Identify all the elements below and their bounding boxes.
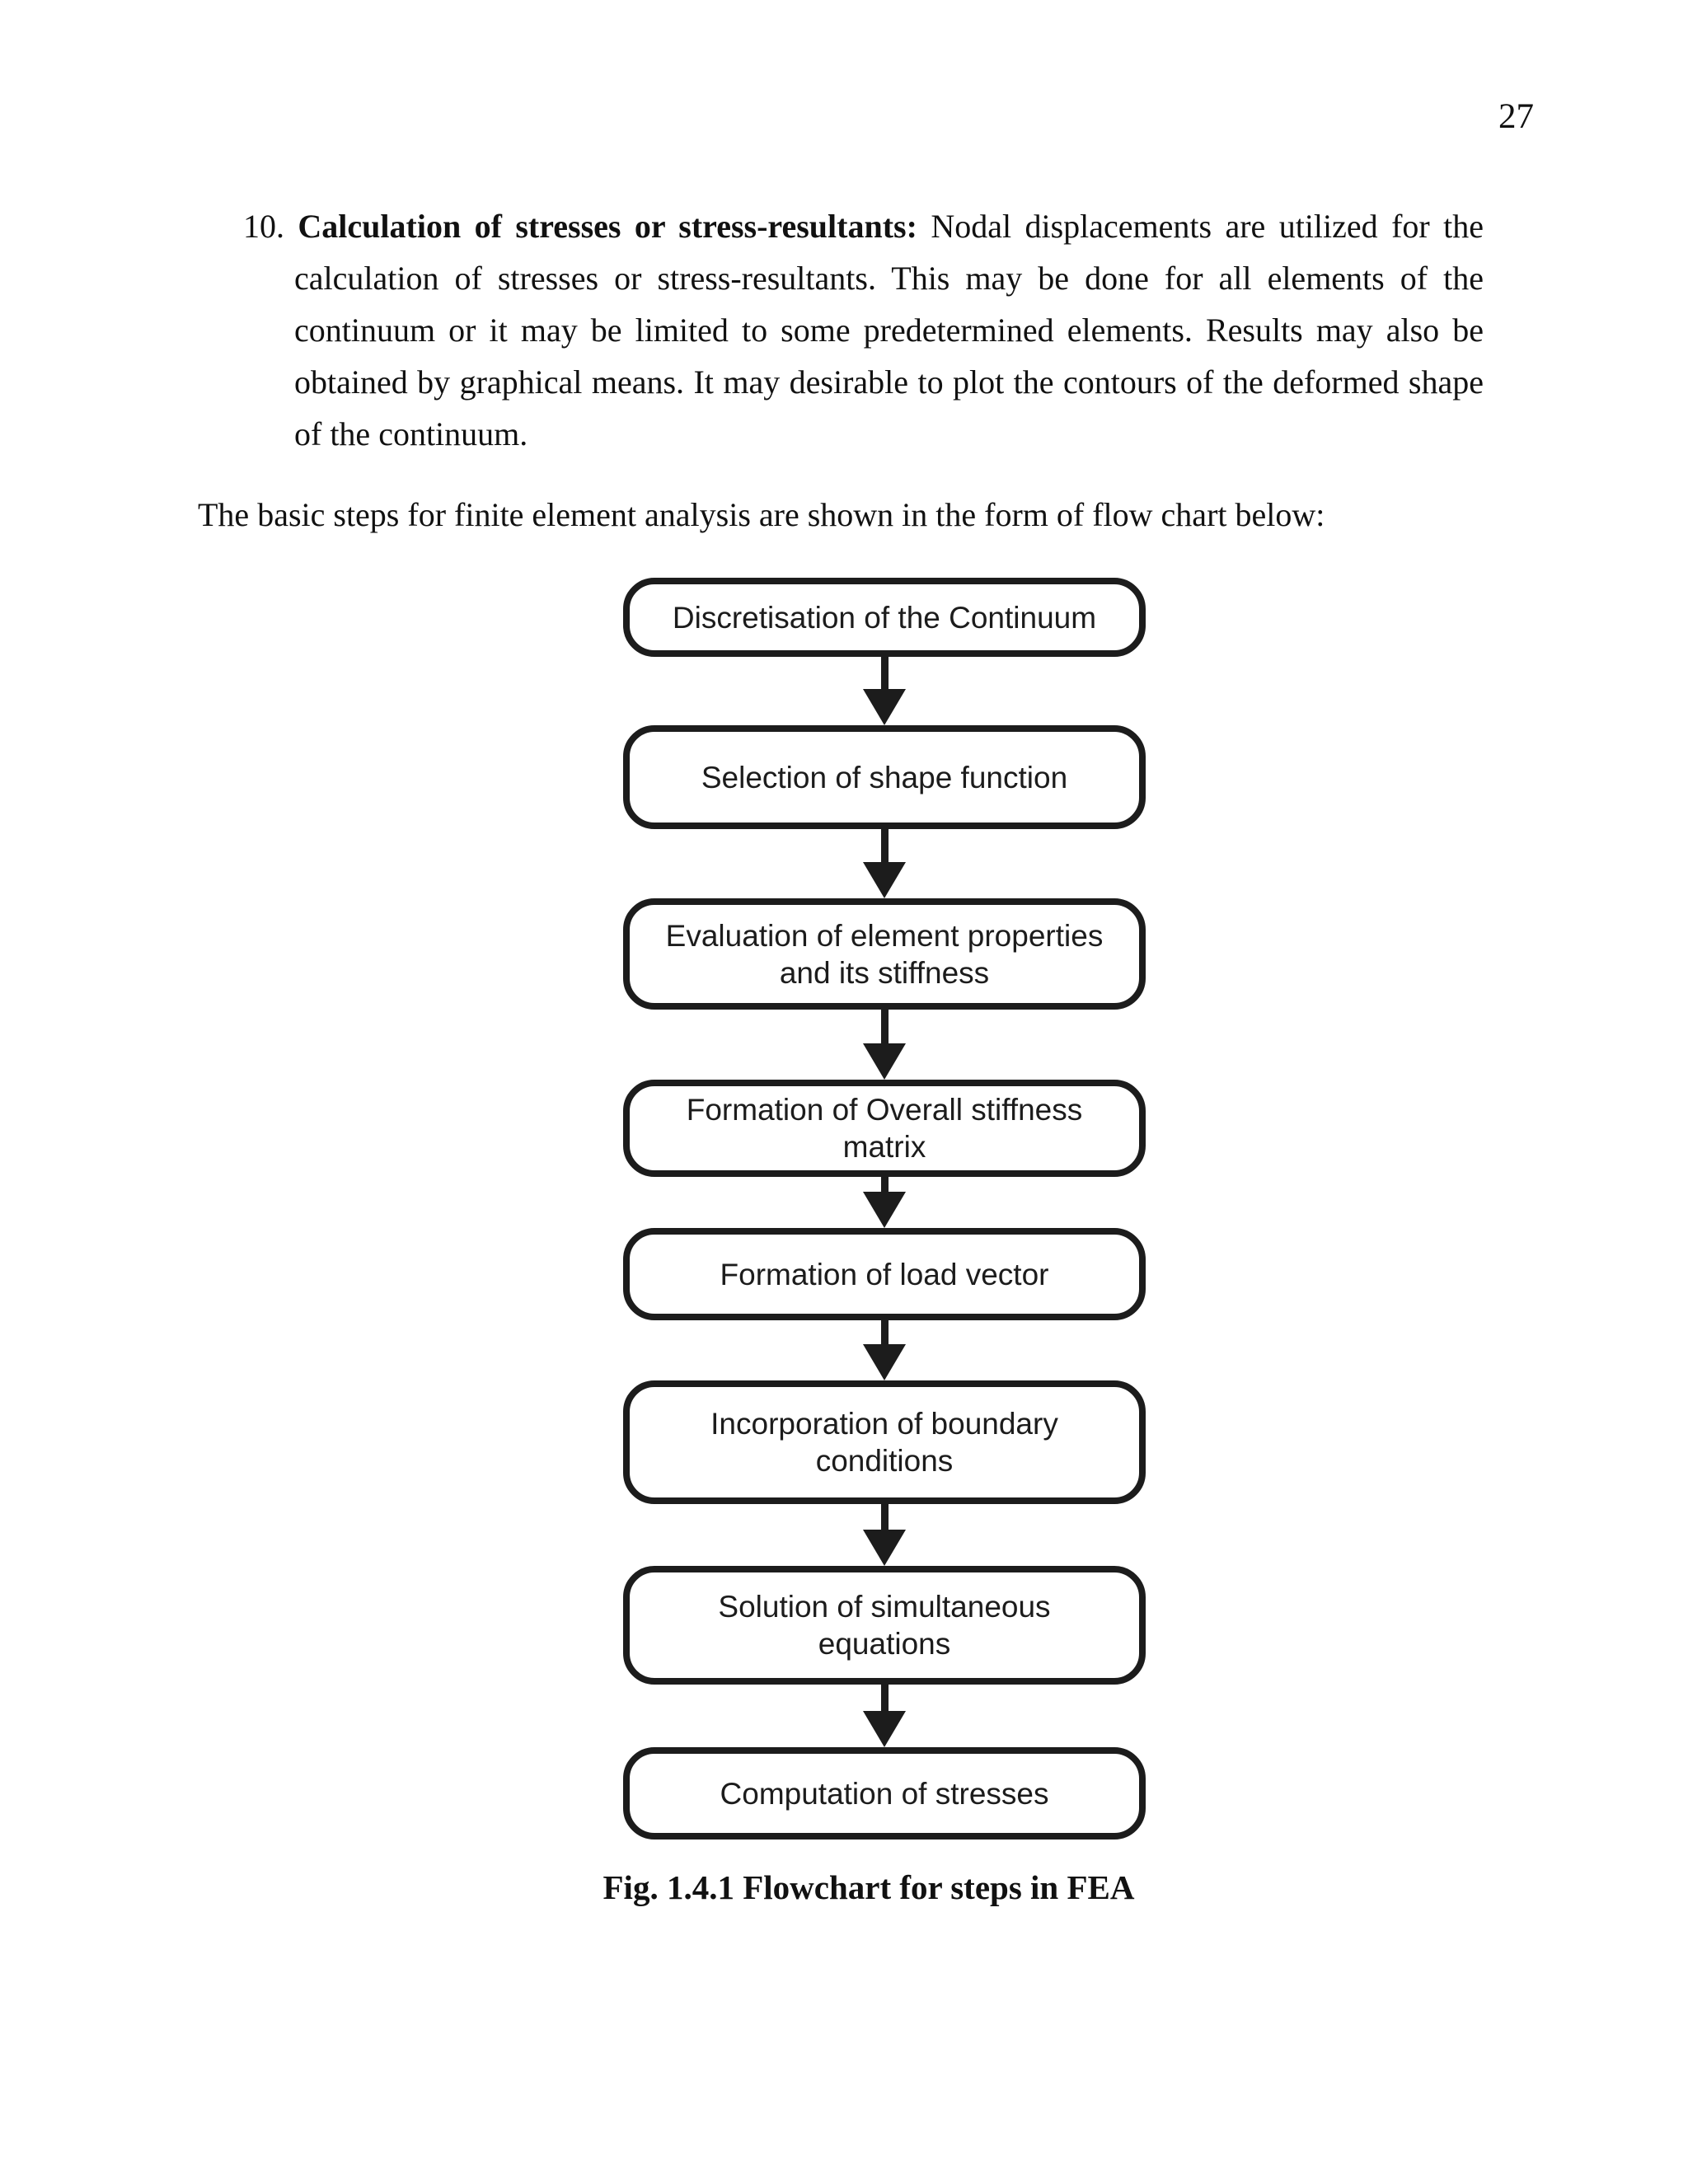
arrow-stem	[880, 829, 889, 862]
page-number: 27	[1498, 97, 1534, 136]
flowchart-step-6: Incorporation of boundary conditions	[623, 1380, 1146, 1504]
down-arrow	[623, 1010, 1146, 1080]
arrow-stem	[880, 1685, 889, 1711]
arrow-stem	[880, 1320, 889, 1344]
flowchart-step-2: Selection of shape function	[623, 725, 1146, 829]
list-item-body: Nodal displacements are utilized for the…	[294, 208, 1484, 452]
figure-caption: Fig. 1.4.1 Flowchart for steps in FEA	[603, 1868, 1135, 1906]
flowchart-step-8: Computation of stresses	[623, 1747, 1146, 1840]
arrow-head	[863, 1043, 906, 1080]
flowchart-step-4: Formation of Overall stiffness matrix	[623, 1080, 1146, 1177]
down-arrow	[623, 1177, 1146, 1228]
arrow-head	[863, 1711, 906, 1747]
flowchart: Discretisation of the Continuum Selectio…	[623, 578, 1146, 1840]
flowchart-step-1: Discretisation of the Continuum	[623, 578, 1146, 657]
down-arrow	[623, 829, 1146, 898]
down-arrow	[623, 657, 1146, 725]
arrow-head	[863, 1530, 906, 1566]
arrow-stem	[880, 1177, 889, 1192]
flowchart-step-5: Formation of load vector	[623, 1228, 1146, 1320]
intro-line: The basic steps for finite element analy…	[198, 496, 1325, 533]
arrow-head	[863, 689, 906, 725]
arrow-head	[863, 862, 906, 898]
down-arrow	[623, 1504, 1146, 1566]
list-item-number: 10.	[243, 208, 298, 245]
arrow-head	[863, 1344, 906, 1380]
arrow-head	[863, 1192, 906, 1228]
list-item-10: 10. Calculation of stresses or stress-re…	[243, 200, 1484, 460]
flowchart-step-3: Evaluation of element properties and its…	[623, 898, 1146, 1010]
arrow-stem	[880, 1504, 889, 1530]
arrow-stem	[880, 1010, 889, 1043]
down-arrow	[623, 1685, 1146, 1747]
arrow-stem	[880, 657, 889, 689]
flowchart-step-7: Solution of simultaneous equations	[623, 1566, 1146, 1685]
list-item-lead: Calculation of stresses or stress-result…	[298, 208, 931, 245]
down-arrow	[623, 1320, 1146, 1380]
